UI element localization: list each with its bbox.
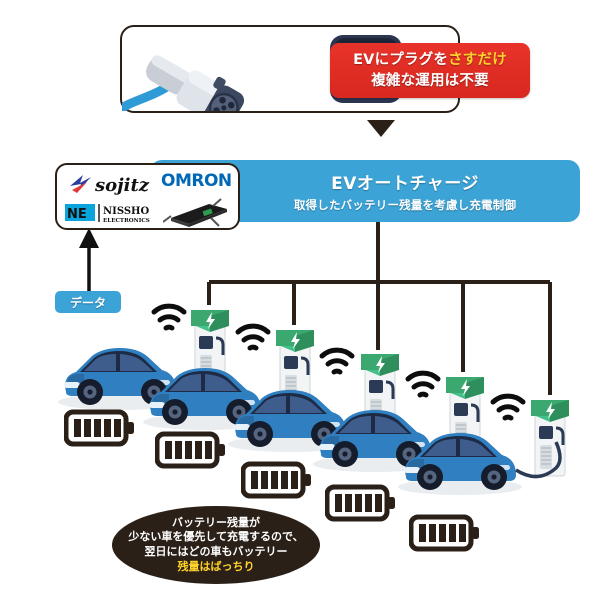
data-flow-label: データ	[55, 291, 121, 313]
wifi-signal-4	[408, 373, 438, 395]
wifi-signal-2	[238, 326, 268, 348]
communication-device-image	[163, 198, 227, 227]
down-arrow-icon	[367, 120, 395, 137]
summary-line-2: 少ない車を優先して充電するので、	[128, 530, 304, 544]
sojitz-logo: sojitz	[70, 175, 150, 196]
data-label-text: データ	[69, 295, 106, 310]
plug-callout-banner: EVにプラグをさすだけ 複雑な運用は不要	[330, 43, 530, 98]
callout-line-1: EVにプラグをさすだけ	[353, 50, 507, 71]
svg-text:NE: NE	[67, 207, 87, 222]
svg-text:NISSHO: NISSHO	[103, 206, 149, 217]
callout-highlight-text: さすだけ	[448, 51, 507, 68]
wifi-signal-1	[154, 306, 184, 328]
battery-indicator-5	[409, 514, 479, 552]
battery-indicator-3	[241, 461, 311, 499]
ev-parking-scene	[58, 280, 571, 495]
omron-logo: OMRON	[161, 171, 232, 191]
nissho-electronics-logo: NE NISSHO ELECTRONICS	[65, 204, 150, 224]
wifi-signal-5	[493, 396, 523, 418]
partner-logos-card: sojitz OMRON NE NISSHO ELECTRONICS	[55, 163, 240, 230]
system-subtitle: 取得したバッテリー残量を考慮し充電制御	[293, 198, 517, 212]
wifi-signal-3	[322, 350, 352, 372]
system-title: EVオートチャージ	[331, 174, 479, 194]
battery-indicator-1	[64, 409, 134, 447]
callout-main-text: EVにプラグを	[353, 51, 449, 68]
summary-line-4-highlight: 残量はばっちり	[177, 559, 255, 573]
summary-callout-oval: バッテリー残量が 少ない車を優先して充電するので、 翌日にはどの車もバッテリー …	[112, 506, 320, 584]
battery-indicator-4	[325, 484, 395, 522]
svg-text:ELECTRONICS: ELECTRONICS	[103, 218, 150, 224]
summary-line-1: バッテリー残量が	[172, 515, 260, 529]
svg-text:sojitz: sojitz	[94, 175, 150, 196]
charger-station-5	[529, 398, 571, 478]
battery-indicator-2	[155, 431, 225, 469]
callout-line-2: 複雑な運用は不要	[371, 72, 489, 89]
summary-line-3: 翌日にはどの車もバッテリー	[144, 545, 288, 558]
charging-cable	[515, 441, 562, 479]
